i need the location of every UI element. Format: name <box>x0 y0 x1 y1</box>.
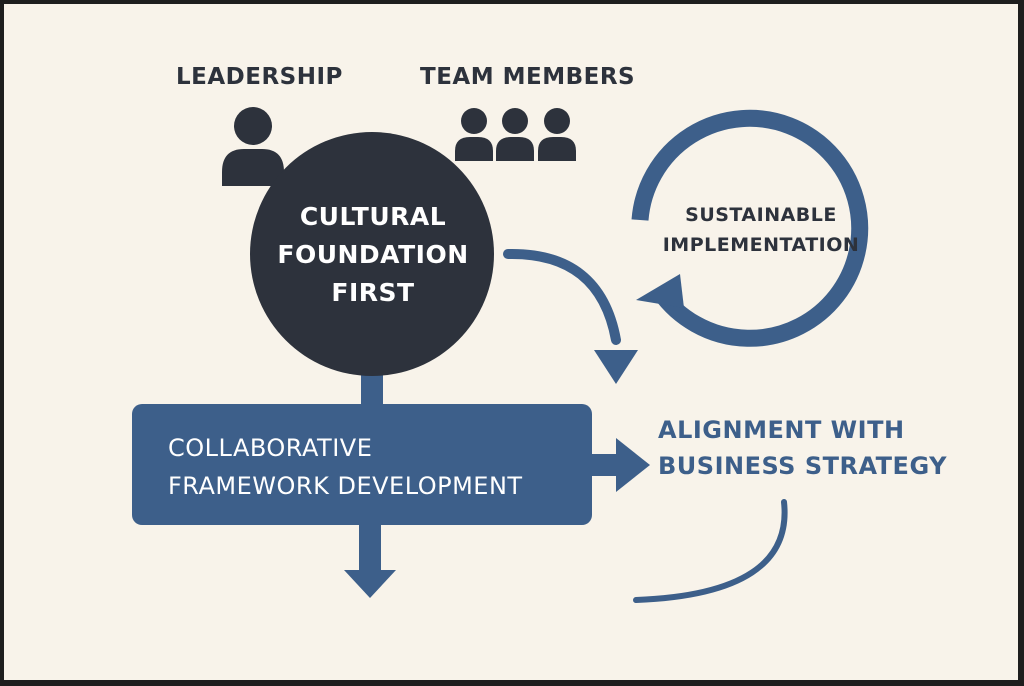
framework-title-line1: COLLABORATIVE <box>168 434 373 462</box>
diagram-canvas: LEADERSHIP TEAM MEMBERS CULTURAL FOUNDAT… <box>4 4 1018 680</box>
implementation-title-line2: IMPLEMENTATION <box>662 234 860 256</box>
collaborative-framework-box <box>132 404 592 525</box>
leadership-person-icon <box>222 107 284 186</box>
leadership-label: LEADERSHIP <box>176 64 343 90</box>
team-members-group-icon <box>455 108 576 161</box>
alignment-title-line1: ALIGNMENT WITH <box>658 416 905 444</box>
foundation-title-line3: FIRST <box>331 278 415 307</box>
team-members-label: TEAM MEMBERS <box>420 64 636 90</box>
curved-arrow-to-alignment <box>503 248 638 384</box>
cycle-ring <box>631 109 869 347</box>
cultural-foundation-circle <box>250 132 494 376</box>
foundation-title-line2: FOUNDATION <box>277 240 469 269</box>
implementation-title-line1: SUSTAINABLE <box>685 204 837 226</box>
feedback-curve <box>633 499 788 603</box>
foundation-connector <box>361 370 383 414</box>
right-arrow <box>590 438 650 492</box>
diagram-art <box>132 107 869 603</box>
framework-title-line2: FRAMEWORK DEVELOPMENT <box>168 472 523 500</box>
foundation-title-line1: CULTURAL <box>299 202 447 231</box>
down-arrow <box>344 522 396 598</box>
alignment-title-line2: BUSINESS STRATEGY <box>658 452 947 480</box>
